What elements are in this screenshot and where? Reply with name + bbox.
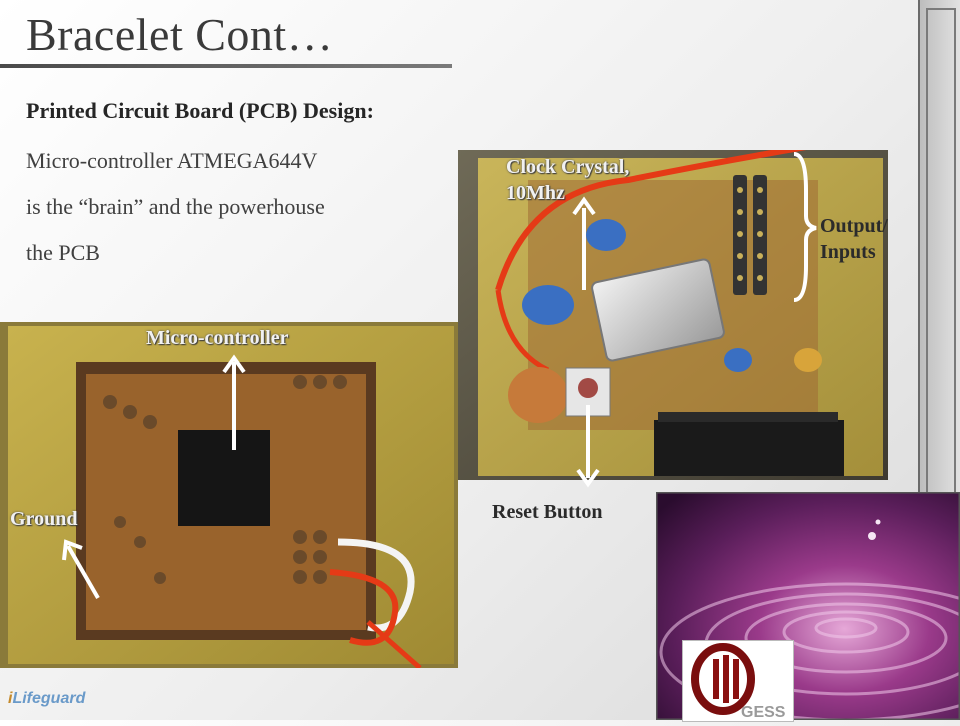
body-line-3: the PCB <box>26 240 100 265</box>
label-clock-crystal: Clock Crystal, 10Mhz <box>506 154 629 206</box>
pcb-bottom-illustration <box>0 322 458 668</box>
slide-title: Bracelet Cont… <box>26 9 334 60</box>
label-outputs-line-2: Inputs <box>820 241 876 263</box>
gess-logo-mark: GESS <box>691 643 786 721</box>
pcb-bottom-photo <box>0 322 458 668</box>
lifeguard-logo: iLifeguard <box>8 690 85 708</box>
gess-logo: GESS <box>682 640 794 722</box>
slide-frame-right-inner <box>926 8 956 714</box>
pcb-top-photo <box>458 150 888 480</box>
lifeguard-logo-mark: i <box>8 690 13 707</box>
label-reset-button: Reset Button <box>492 501 603 523</box>
label-ground: Ground <box>10 508 78 530</box>
body-line-1: Micro-controller ATMEGA644V <box>26 148 318 173</box>
label-outputs-line-1: Output/ <box>820 215 888 237</box>
section-heading: Printed Circuit Board (PCB) Design: <box>26 98 374 123</box>
label-clock-line-1: Clock Crystal, <box>506 156 630 178</box>
label-micro-controller: Micro-controller <box>146 327 289 349</box>
label-clock-line-2: 10Mhz <box>506 182 565 204</box>
arrow-micro-controller <box>222 354 246 450</box>
gess-logo-text: GESS <box>741 704 786 721</box>
label-output-inputs: Output/ Inputs <box>820 213 888 265</box>
body-line-2: is the “brain” and the powerhouse <box>26 194 325 219</box>
title-underline <box>0 64 452 68</box>
lifeguard-logo-text: Lifeguard <box>12 690 86 707</box>
bracket-outputs <box>793 152 817 302</box>
pcb-top-illustration <box>458 150 888 480</box>
arrow-ground <box>62 539 100 599</box>
arrow-reset <box>576 405 600 488</box>
arrow-clock <box>572 196 596 290</box>
